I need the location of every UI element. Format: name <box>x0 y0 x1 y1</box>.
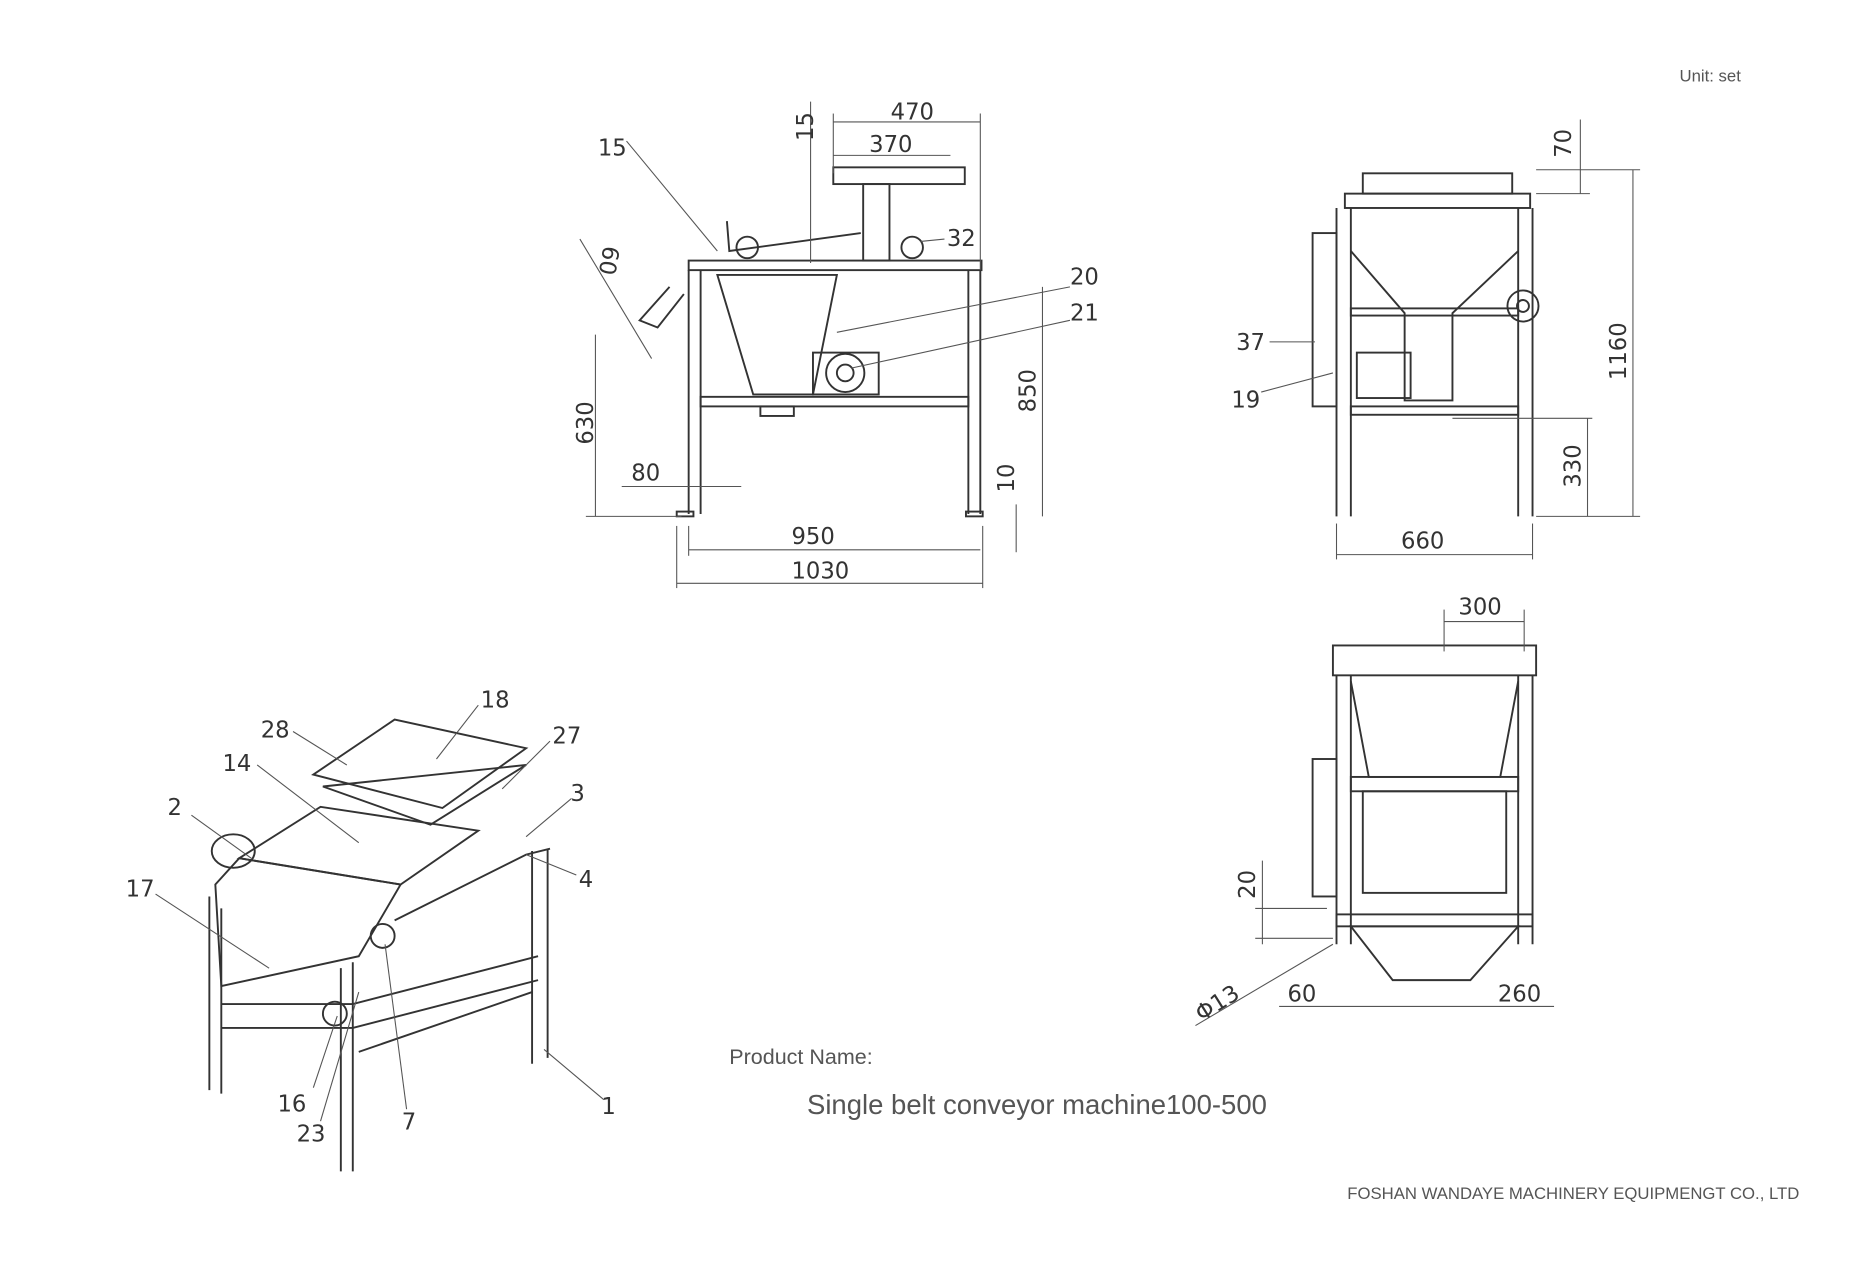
front-view: 470 370 15 15 32 60 20 21 630 850 80 10 … <box>573 100 1099 589</box>
part-4: 4 <box>579 867 593 893</box>
part-7: 7 <box>402 1110 416 1136</box>
dim-370: 370 <box>869 132 912 158</box>
unit-label: Unit: set <box>1680 66 1742 85</box>
part-20: 20 <box>1070 264 1099 290</box>
dim-1160: 1160 <box>1606 322 1632 380</box>
part-21: 21 <box>1070 300 1099 326</box>
bottom-view: 300 20 Φ13 60 260 <box>1191 594 1555 1027</box>
side-view: 70 1160 330 660 37 19 <box>1231 119 1641 560</box>
company-name: FOSHAN WANDAYE MACHINERY EQUIPMENGT CO.,… <box>1347 1184 1799 1203</box>
dim-630: 630 <box>573 401 599 444</box>
dim-80: 80 <box>631 461 660 487</box>
part-37: 37 <box>1236 330 1265 356</box>
part-17: 17 <box>126 876 155 902</box>
product-name-label: Product Name: <box>729 1045 872 1069</box>
dim-60-bottom: 60 <box>1287 982 1316 1008</box>
dim-10: 10 <box>994 464 1020 493</box>
part-3: 3 <box>570 781 584 807</box>
part-15: 15 <box>598 135 627 161</box>
product-name: Single belt conveyor machine100-500 <box>807 1089 1267 1120</box>
part-16: 16 <box>277 1092 306 1118</box>
dim-660: 660 <box>1401 529 1444 555</box>
part-32: 32 <box>947 226 976 252</box>
dim-70: 70 <box>1551 129 1577 158</box>
dim-330: 330 <box>1560 444 1586 487</box>
dim-470: 470 <box>891 100 934 126</box>
part-28: 28 <box>261 717 290 743</box>
isometric-view: 18 28 27 14 3 2 4 17 16 23 7 1 <box>126 688 616 1172</box>
dim-phi13: Φ13 <box>1191 980 1244 1027</box>
dim-260: 260 <box>1498 982 1541 1008</box>
dim-20: 20 <box>1235 870 1261 899</box>
dim-60: 60 <box>593 244 624 277</box>
dim-850: 850 <box>1015 369 1041 412</box>
dim-1030: 1030 <box>791 559 849 585</box>
part-19: 19 <box>1231 388 1260 414</box>
part-2: 2 <box>168 795 182 821</box>
part-1: 1 <box>601 1094 615 1120</box>
dim-950: 950 <box>791 524 834 550</box>
dim-300: 300 <box>1458 594 1501 620</box>
part-18: 18 <box>481 688 510 714</box>
part-14: 14 <box>223 751 252 777</box>
part-27: 27 <box>552 723 581 749</box>
part-23: 23 <box>297 1121 326 1147</box>
dim-15: 15 <box>793 112 819 141</box>
